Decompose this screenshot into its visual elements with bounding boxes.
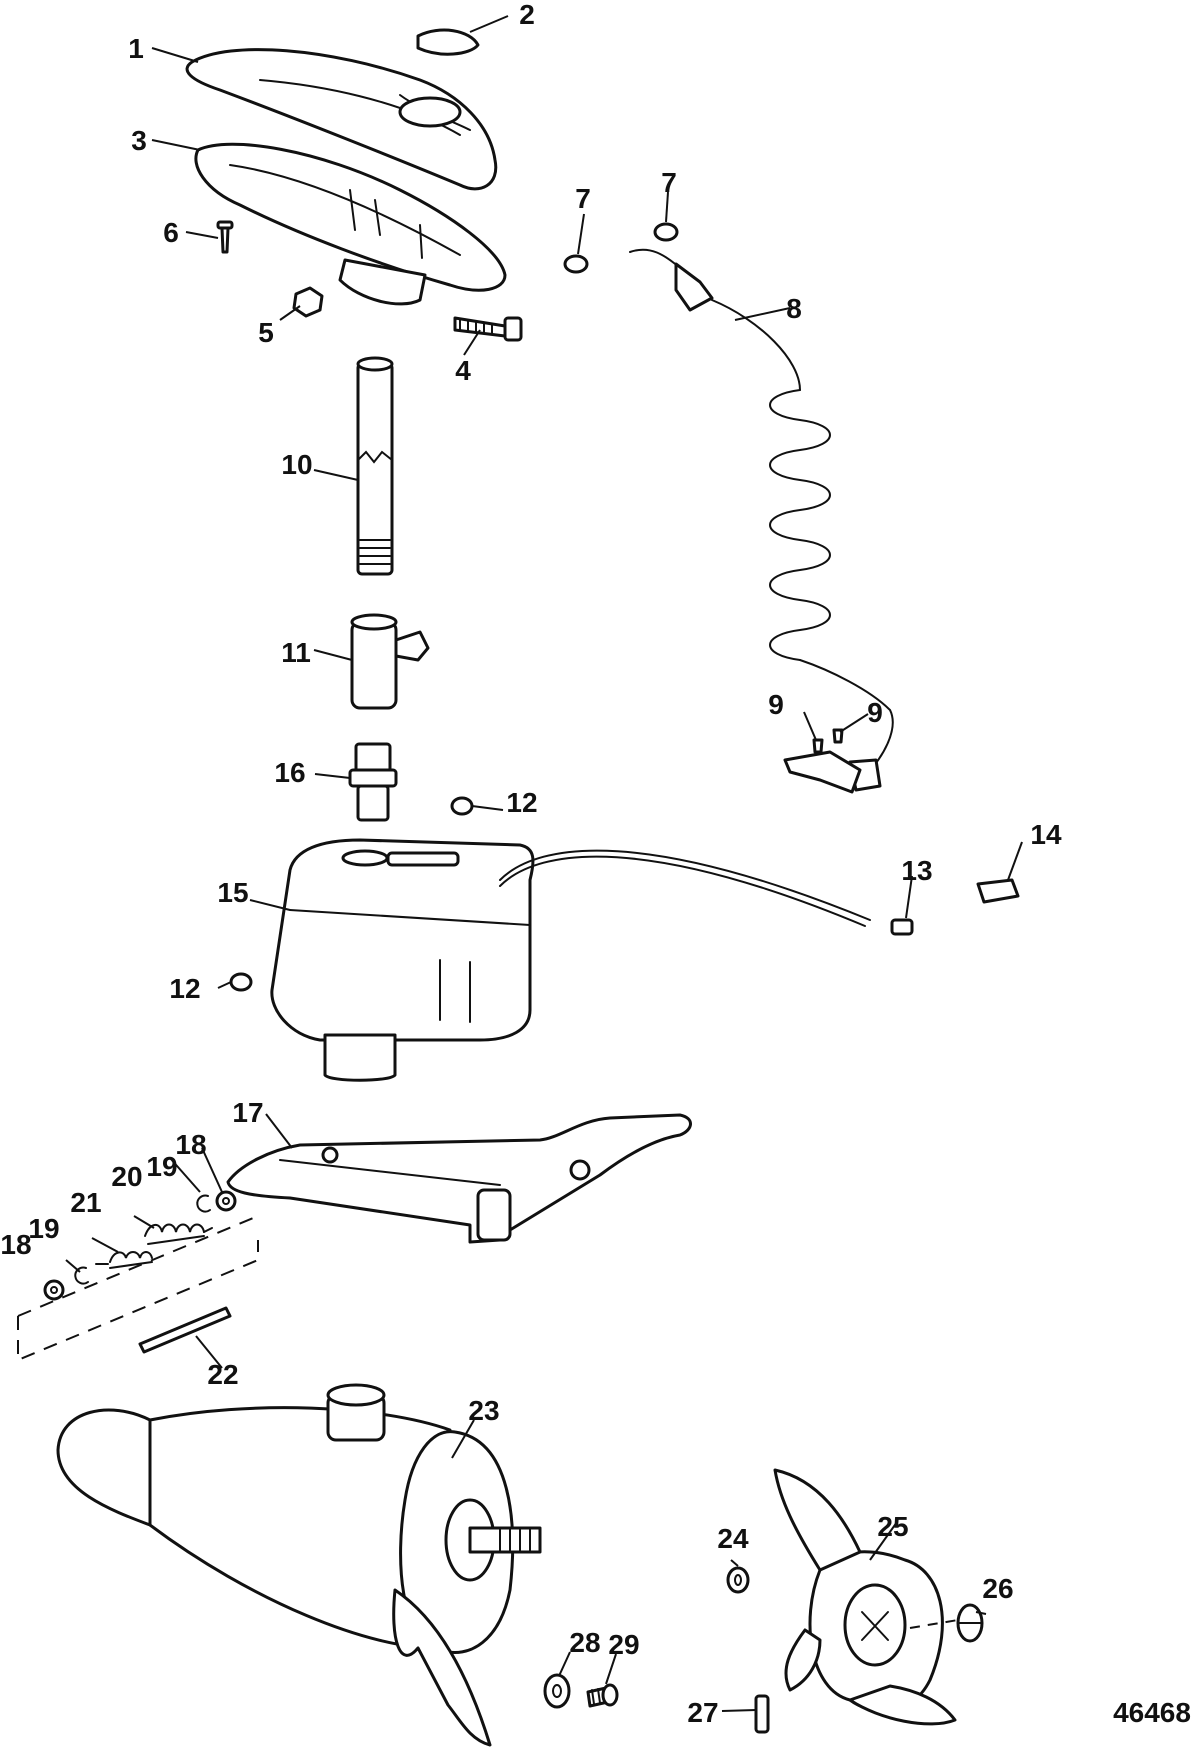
callout-9a: 9: [768, 689, 784, 720]
callout-18a: 18: [175, 1129, 206, 1160]
part-7a-grommet: [563, 254, 589, 274]
part-3-lower-housing: [194, 142, 507, 306]
part-21-spring: [95, 1251, 153, 1269]
part-23-motor-housing: [56, 1383, 542, 1747]
part-4-bolt: [453, 316, 523, 342]
part-1-top-cover: [185, 48, 498, 191]
dashed-assembly-bracket: [17, 1215, 259, 1362]
part-17-bracket: [226, 1113, 692, 1244]
callout-7a: 7: [575, 183, 591, 214]
callout-25: 25: [877, 1511, 908, 1542]
figure-id: 46468: [1113, 1697, 1191, 1728]
part-15-control-box: [270, 838, 871, 1082]
part-29-screw: [586, 1683, 619, 1708]
callout-9b: 9: [867, 697, 883, 728]
callout-27: 27: [687, 1697, 718, 1728]
callout-29: 29: [608, 1629, 639, 1660]
callout-18b: 18: [0, 1229, 31, 1260]
part-25-propeller: [773, 1468, 957, 1726]
part-26-prop-nut: [956, 1603, 984, 1643]
part-18b-washer: [43, 1279, 65, 1301]
callout-16: 16: [274, 757, 305, 788]
part-28-washer: [543, 1673, 571, 1709]
callout-12b: 12: [169, 973, 200, 1004]
part-5-nut: [292, 286, 324, 318]
callout-21: 21: [70, 1187, 101, 1218]
callout-12a: 12: [506, 787, 537, 818]
part-18a-washer: [215, 1190, 237, 1212]
callout-20: 20: [111, 1161, 142, 1192]
part-2-cap: [416, 28, 480, 56]
callout-17: 17: [232, 1097, 263, 1128]
part-13-pin: [890, 918, 914, 936]
callout-13: 13: [901, 855, 932, 886]
part-14-connector: [976, 878, 1020, 904]
shaft-axis-line: [909, 1619, 959, 1629]
callout-23: 23: [468, 1395, 499, 1426]
part-16-bushing: [348, 742, 398, 822]
callout-2: 2: [519, 0, 535, 30]
part-11-collar-knob: [350, 613, 430, 710]
callout-11: 11: [281, 637, 311, 668]
leader-lines: [65, 15, 1023, 1712]
callout-3: 3: [131, 125, 147, 156]
callout-19b: 19: [28, 1213, 59, 1244]
callout-4: 4: [455, 355, 471, 386]
callout-6: 6: [163, 217, 179, 248]
callout-7b: 7: [661, 167, 677, 198]
callout-26: 26: [982, 1573, 1013, 1604]
callout-10: 10: [281, 449, 312, 480]
part-12b-plug: [229, 972, 253, 992]
callout-24: 24: [717, 1523, 749, 1554]
part-19b-e-clip: [74, 1266, 89, 1285]
part-20-spring: [144, 1223, 213, 1245]
part-24-washer: [726, 1566, 750, 1594]
callout-19a: 19: [146, 1151, 177, 1182]
callout-15: 15: [217, 877, 248, 908]
callout-22: 22: [207, 1359, 238, 1390]
callout-5: 5: [258, 317, 274, 348]
callout-14: 14: [1030, 819, 1062, 850]
part-22-pin: [138, 1306, 232, 1354]
callout-8: 8: [786, 293, 802, 324]
part-19a-e-clip: [196, 1194, 211, 1213]
callout-labels: 1 2 3 6 5 4 7 7 8 10 11 9 9 16 12 14 13 …: [0, 0, 1191, 1728]
callout-1: 1: [128, 33, 144, 64]
part-8-coiled-cable: [629, 248, 894, 792]
part-27-drive-pin: [754, 1694, 770, 1734]
part-10-shaft: [356, 356, 394, 576]
part-9-clip-screws: [783, 728, 862, 794]
part-7b-grommet: [653, 222, 679, 242]
callout-28: 28: [569, 1627, 600, 1658]
part-6-screw: [216, 220, 234, 254]
part-12a-plug: [450, 796, 474, 816]
